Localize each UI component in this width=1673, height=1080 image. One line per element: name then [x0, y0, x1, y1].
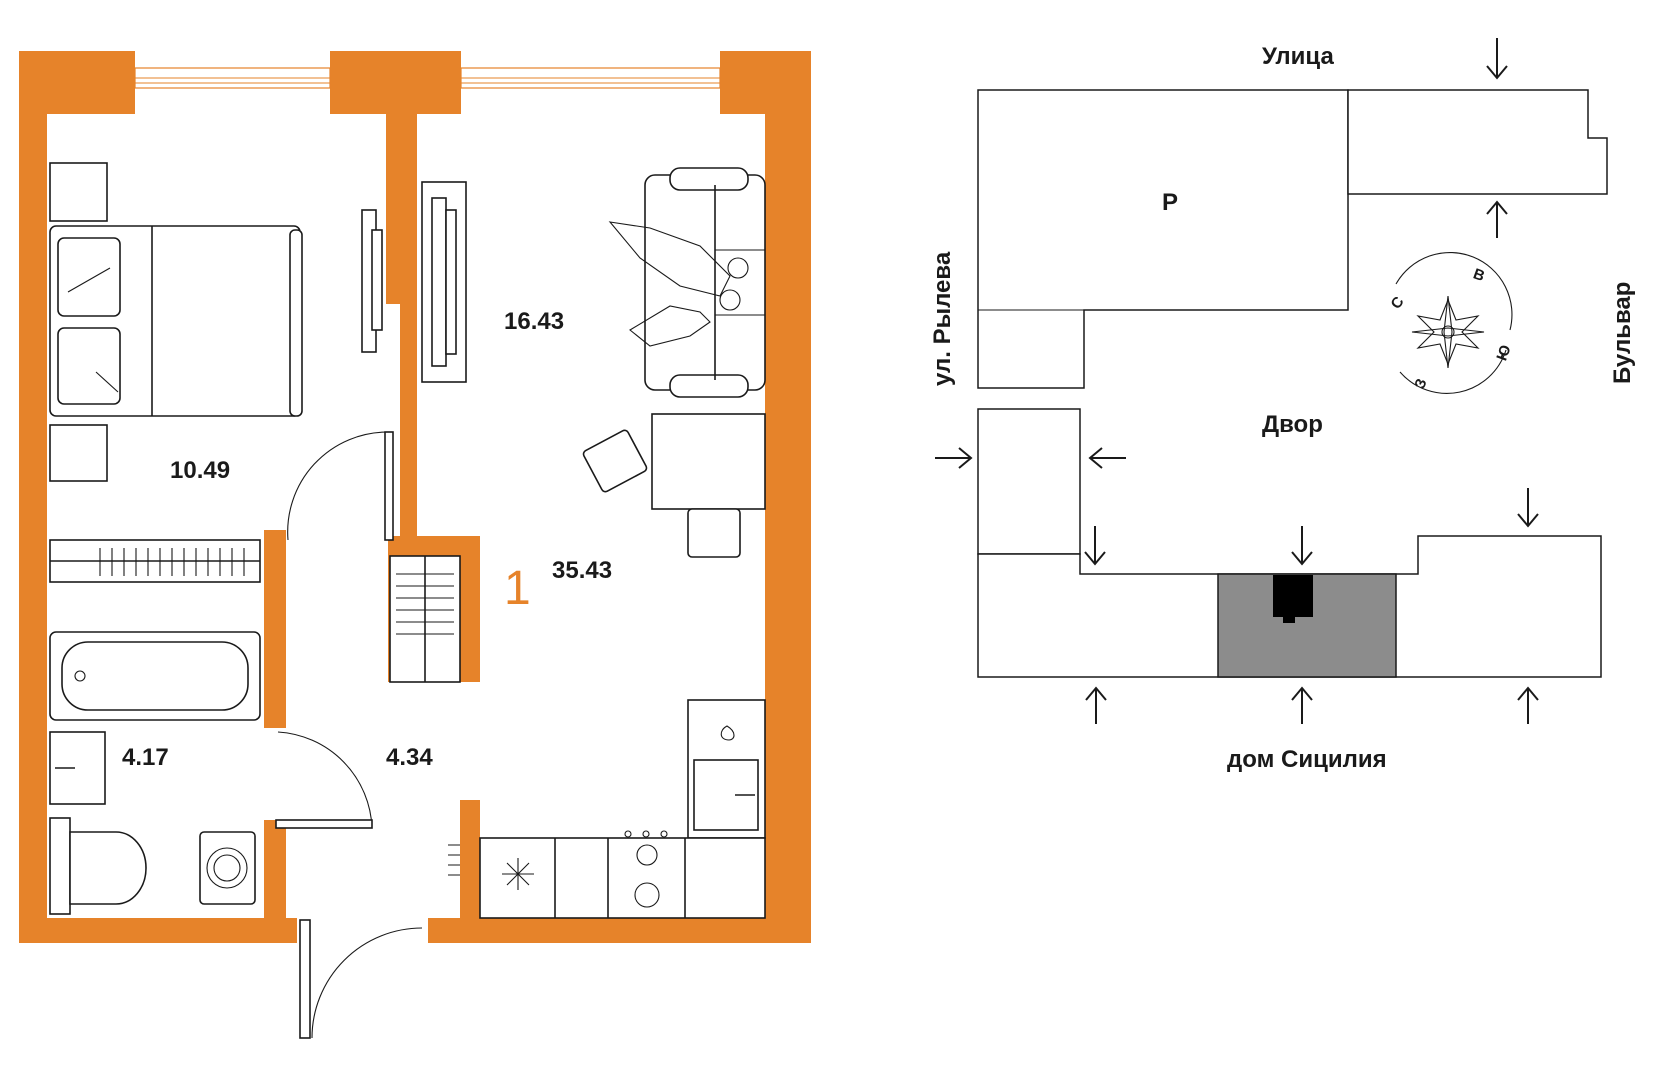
dining-table [582, 413, 766, 558]
street-top-label: Улица [1262, 43, 1334, 70]
compass-east-label: В [1471, 265, 1487, 285]
hallway-area: 4.34 [386, 744, 433, 771]
compass-rose-icon: С В Ю З [1388, 252, 1515, 394]
bedroom-wardrobe [49, 539, 261, 583]
unit-location-marker-icon [1273, 575, 1313, 623]
site-plan: С В Ю З Улица Р Двор дом Сицилия ул. Рыл… [929, 38, 1636, 773]
snowflake-icon [502, 858, 534, 890]
hallway-closet [389, 555, 461, 683]
parking-marker: Р [1162, 189, 1178, 216]
exterior-walls [19, 51, 811, 943]
living-area: 16.43 [504, 308, 564, 335]
total-area: 35.43 [552, 557, 612, 584]
bedroom-tv [361, 209, 383, 353]
window-bedroom [134, 67, 331, 89]
bathroom-fixtures [49, 631, 261, 915]
doors [275, 431, 423, 1039]
yard-label: Двор [1262, 411, 1323, 438]
compass-south-label: Ю [1493, 343, 1514, 363]
street-left-label: ул. Рылева [929, 251, 956, 386]
apartment-floorplan: 10.49 16.43 4.17 4.34 1 35.43 [19, 51, 811, 1039]
living-tv-unit [421, 181, 467, 383]
window-living [460, 67, 721, 89]
entrance-arrow-icon [935, 38, 1539, 724]
compass-north-label: С [1388, 293, 1408, 312]
bedroom-furniture [49, 162, 303, 482]
rooms-count: 1 [504, 562, 531, 615]
compass-west-label: З [1411, 376, 1430, 391]
bathroom-area: 4.17 [122, 744, 169, 771]
street-right-label: Бульвар [1609, 282, 1636, 384]
bedroom-area: 10.49 [170, 457, 230, 484]
neighbor-house-label: дом Сицилия [1227, 746, 1387, 773]
sofa [608, 167, 766, 398]
kitchen-set [448, 699, 766, 919]
